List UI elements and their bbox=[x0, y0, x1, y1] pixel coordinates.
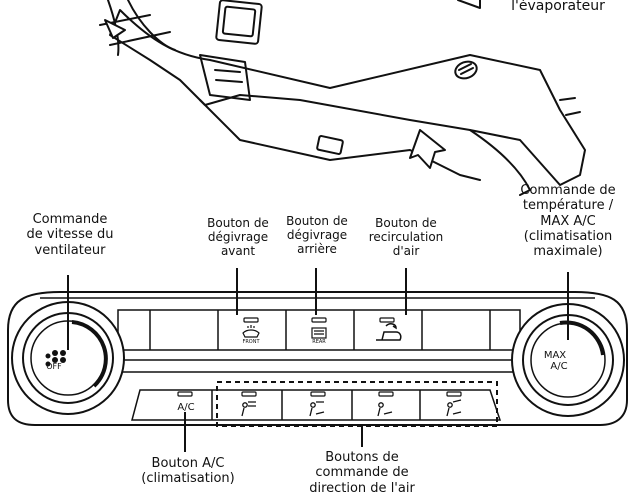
front-defrost-label: Bouton de dégivrage avant bbox=[207, 216, 269, 259]
evaporator-label: l'évaporateur bbox=[511, 0, 605, 14]
right-vent bbox=[454, 60, 478, 80]
front-label: FRONT bbox=[242, 339, 260, 345]
ac-button[interactable] bbox=[177, 391, 193, 397]
recirculation-label: Bouton de recirculation d'air bbox=[368, 216, 444, 259]
airflow-icons bbox=[241, 399, 462, 417]
face-vent-icon bbox=[241, 401, 256, 417]
airflow-label: Boutons de commande de direction de l'ai… bbox=[309, 450, 415, 496]
fan-icon bbox=[52, 350, 66, 363]
front-defrost-icon bbox=[242, 325, 260, 338]
bi-level-icon bbox=[309, 401, 325, 417]
max-label: MAX bbox=[543, 350, 567, 361]
temperature-label: Commande de température / MAX A/C (clima… bbox=[520, 183, 616, 260]
left-vent-arrow bbox=[104, 19, 126, 39]
recirculation-icon bbox=[376, 323, 402, 341]
glovebox bbox=[316, 135, 344, 155]
fan-speed-label: Commande de vitesse du ventilateur bbox=[26, 212, 114, 258]
leader-lines bbox=[67, 268, 569, 452]
glovebox-arrow bbox=[409, 129, 446, 169]
ac-button-label: A/C bbox=[177, 402, 195, 413]
off-label: OFF bbox=[46, 362, 62, 371]
center-screen bbox=[215, 0, 263, 45]
ac-label: Bouton A/C (climatisation) bbox=[141, 456, 235, 487]
airflow-group-outline bbox=[216, 381, 498, 427]
rear-defrost-label: Bouton de dégivrage arrière bbox=[286, 214, 348, 257]
upper-indicators bbox=[243, 317, 395, 323]
defrost-foot-icon bbox=[446, 399, 462, 417]
max-ac-label: A/C bbox=[550, 361, 568, 372]
fan-speed-knob[interactable] bbox=[11, 301, 125, 415]
evaporator-arrow bbox=[457, 0, 481, 9]
airflow-indicators bbox=[241, 391, 462, 397]
dashboard-illustration bbox=[99, 0, 586, 196]
rear-label: REAR bbox=[312, 339, 326, 345]
rear-defrost-icon bbox=[311, 327, 327, 339]
foot-vent-icon bbox=[377, 402, 393, 417]
